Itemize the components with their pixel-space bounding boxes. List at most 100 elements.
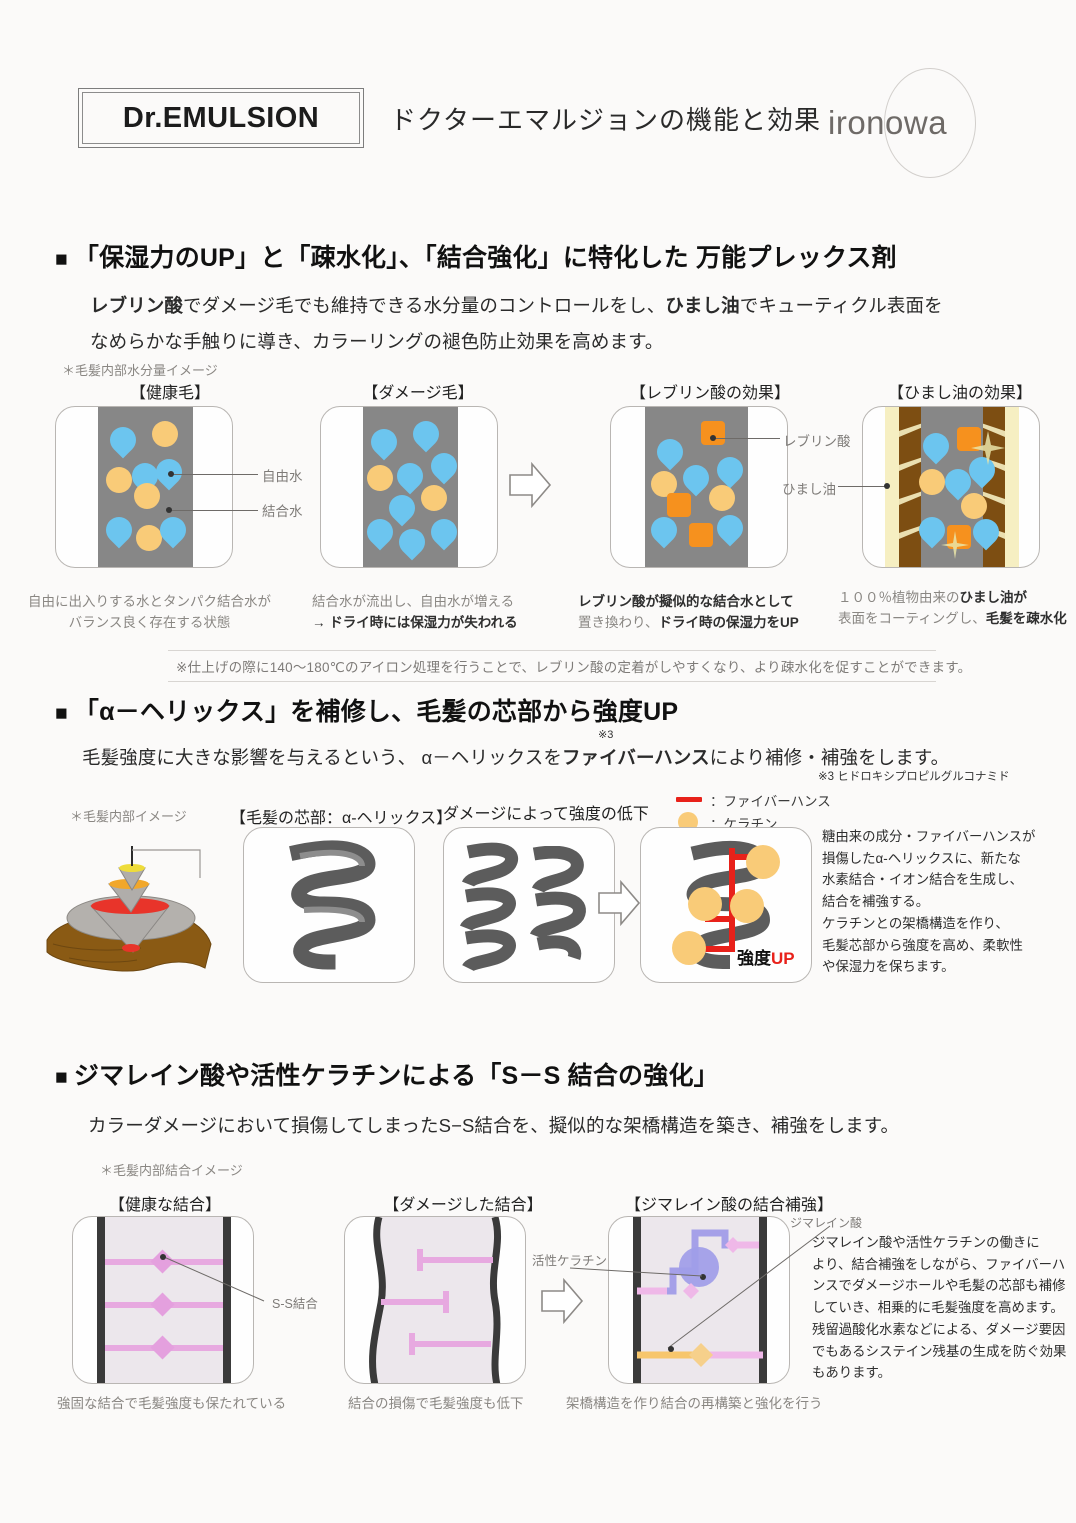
section1-panel3 bbox=[610, 406, 788, 568]
ss-bond-leader-line bbox=[163, 1256, 265, 1302]
product-logo-box: Dr.EMULSION bbox=[78, 88, 364, 148]
free-water-leader-dot bbox=[168, 471, 174, 477]
broken-bond-line bbox=[411, 1341, 491, 1347]
section3-panel1-title: 【健康な結合】 bbox=[108, 1197, 221, 1214]
castor-oil-leader-line bbox=[838, 486, 888, 487]
brand-name: ironowa bbox=[828, 104, 948, 141]
section2-heading: ■「α－ヘリックス」を補修し、毛髪の芯部から強度UP bbox=[55, 698, 679, 726]
alpha-helix-icon bbox=[289, 840, 376, 970]
section2-footnote: ※3 ヒドロキシプロピルグルコナミド bbox=[818, 771, 1010, 783]
section2-panel2-title: ダメージによって強度の低下 bbox=[443, 806, 649, 823]
section1-heading: ■「保湿力のUP」と「疎水化」、「結合強化」に特化した 万能プレックス剤 bbox=[55, 244, 897, 272]
bound-water-circle bbox=[919, 469, 945, 495]
section3-note-star: ＊毛髪内部結合イメージ bbox=[100, 1163, 243, 1178]
levulinic-acid-square bbox=[667, 493, 691, 517]
keratin-leader-dot bbox=[700, 1274, 706, 1280]
strength-up-badge: 強度UP bbox=[737, 949, 795, 968]
section3-body: カラーダメージにおいて損傷してしまったS−S結合を、擬似的な架橋構造を築き、補強… bbox=[88, 1115, 900, 1136]
section2-term-fiberhance: ファイバーハンス bbox=[561, 747, 710, 768]
section1-panel4 bbox=[862, 406, 1040, 568]
section1-term-castor: ひまし油 bbox=[665, 295, 740, 316]
section1-panel1 bbox=[55, 406, 233, 568]
bound-water-leader-dot bbox=[166, 507, 172, 513]
levulinic-leader-line bbox=[712, 438, 780, 439]
product-logo-text: Dr.EMULSION bbox=[122, 101, 320, 134]
levulinic-acid-square bbox=[689, 523, 713, 547]
section2-arrow-icon bbox=[598, 880, 641, 926]
section1-panel3-title: 【レブリン酸の効果】 bbox=[629, 385, 790, 402]
section2-panel1-title: 【毛髪の芯部：α-ヘリックス】 bbox=[230, 810, 453, 827]
section1-body: レブリン酸でダメージ毛でも維持できる水分量のコントロールをし、ひまし油でキューテ… bbox=[90, 295, 943, 352]
section3-panel1 bbox=[72, 1216, 254, 1384]
cuticle-band-left bbox=[633, 1217, 641, 1383]
section1-term-levulinic: レブリン酸 bbox=[90, 295, 184, 316]
section3-panel2-title: 【ダメージした結合】 bbox=[383, 1197, 543, 1214]
active-keratin-leader-line bbox=[569, 1267, 703, 1277]
bound-water-leader-line bbox=[168, 510, 258, 511]
cuticle-band-right bbox=[223, 1217, 231, 1383]
section1-panel3-caption: レブリン酸が擬似的な結合水として 置き換わり、ドライ時の保湿力をUP bbox=[578, 594, 799, 630]
section1-panel2-title: 【ダメージ毛】 bbox=[362, 385, 474, 402]
damaged-helix-right-icon bbox=[529, 846, 586, 961]
section3-panel3 bbox=[608, 1216, 790, 1384]
cuticle-band-left bbox=[97, 1217, 105, 1383]
shine-sparkle-icon bbox=[941, 531, 969, 559]
bound-water-circle bbox=[134, 483, 160, 509]
section3-side-text: ジマレイン酸や活性ケラチンの働きに より、結合補強をしながら、ファイバーハ ンス… bbox=[812, 1235, 1067, 1381]
broken-bond-stub bbox=[409, 1333, 415, 1355]
crosslink-structure-icon bbox=[637, 1229, 763, 1367]
damaged-helix-left-icon bbox=[459, 842, 518, 972]
section1-note-bar: ※仕上げの際に140〜180℃のアイロン処理を行うことで、レブリン酸の定着がしや… bbox=[168, 650, 971, 682]
bound-water-circle bbox=[709, 485, 735, 511]
section2-sup-marker: ※3 bbox=[598, 729, 614, 741]
section2-panel2 bbox=[443, 827, 615, 983]
label-dimaleic-acid: ジマレイン酸 bbox=[790, 1216, 863, 1230]
broken-bond-stub bbox=[417, 1249, 423, 1271]
section1-arrow-icon bbox=[509, 462, 552, 508]
label-bound-water: 結合水 bbox=[262, 504, 303, 519]
brand-circle-icon bbox=[884, 68, 976, 178]
section1-panel4-caption: １００％植物由来のひまし油が 表面をコーティングし、毛髪を疎水化 bbox=[838, 590, 1067, 626]
section1-panel1-caption: 自由に出入りする水とタンパク結合水が バランス良く存在する状態 bbox=[28, 594, 271, 630]
broken-bond-line bbox=[381, 1299, 449, 1305]
bound-water-circle bbox=[421, 485, 447, 511]
section1-bullet-icon: ■ bbox=[55, 248, 68, 271]
dimaleic-leader-dot bbox=[668, 1346, 674, 1352]
page-header: Dr.EMULSION ドクターエマルジョンの機能と効果 ironowa bbox=[78, 68, 1018, 178]
bound-water-circle bbox=[136, 525, 162, 551]
label-levulinic-acid: レブリン酸 bbox=[783, 434, 851, 449]
section1-panel4-title: 【ひまし油の効果】 bbox=[887, 385, 1032, 402]
section2-bullet-icon: ■ bbox=[55, 702, 68, 725]
section2-panel1 bbox=[243, 827, 415, 983]
section2-panel3: 強度UP bbox=[640, 827, 812, 983]
section3-panel2 bbox=[344, 1216, 526, 1384]
section1-note-star: ＊毛髪内部水分量イメージ bbox=[62, 363, 218, 378]
levulinic-leader-dot bbox=[710, 435, 716, 441]
section2-side-text: 糖由来の成分・ファイバーハンスが 損傷したα-ヘリックスに、新たな 水素結合・イ… bbox=[822, 829, 1036, 975]
broken-bond-stub bbox=[443, 1291, 449, 1313]
section1-panel2 bbox=[320, 406, 498, 568]
section1-panel2-caption: 結合水が流出し、自由水が増える → ドライ時には保湿力が失われる bbox=[312, 594, 518, 630]
brand-logo: ironowa bbox=[828, 68, 1008, 178]
bound-water-circle bbox=[367, 465, 393, 491]
callout-connector-icon bbox=[132, 849, 201, 878]
section3-panel3-caption: 架橋構造を作り結合の再構築と強化を行う bbox=[566, 1396, 823, 1411]
section3-panel1-caption: 強固な結合で毛髪強度も保たれている bbox=[57, 1396, 287, 1411]
castor-oil-leader-dot bbox=[884, 483, 890, 489]
bound-water-circle bbox=[651, 471, 677, 497]
shine-sparkle-icon bbox=[971, 431, 1005, 465]
label-active-keratin: 活性ケラチン bbox=[532, 1254, 608, 1268]
section3-bullet-icon: ■ bbox=[55, 1066, 68, 1089]
dimaleic-leader-line bbox=[667, 1225, 831, 1349]
cuticle-band-right bbox=[759, 1217, 767, 1383]
section2-body: 毛髪強度に大きな影響を与えるという、 α－ヘリックスをファイバーハンスにより補修… bbox=[82, 747, 950, 768]
ss-bond-leader-dot bbox=[160, 1254, 166, 1260]
bound-water-circle bbox=[106, 467, 132, 493]
repaired-helix-icon bbox=[672, 841, 780, 970]
bound-water-circle bbox=[961, 493, 987, 519]
levulinic-acid-square bbox=[701, 421, 725, 445]
header-subtitle: ドクターエマルジョンの機能と効果 bbox=[390, 105, 821, 135]
label-castor-oil: ひまし油 bbox=[782, 482, 836, 497]
broken-bond-line bbox=[419, 1257, 493, 1263]
section3-arrow-icon bbox=[541, 1278, 584, 1324]
